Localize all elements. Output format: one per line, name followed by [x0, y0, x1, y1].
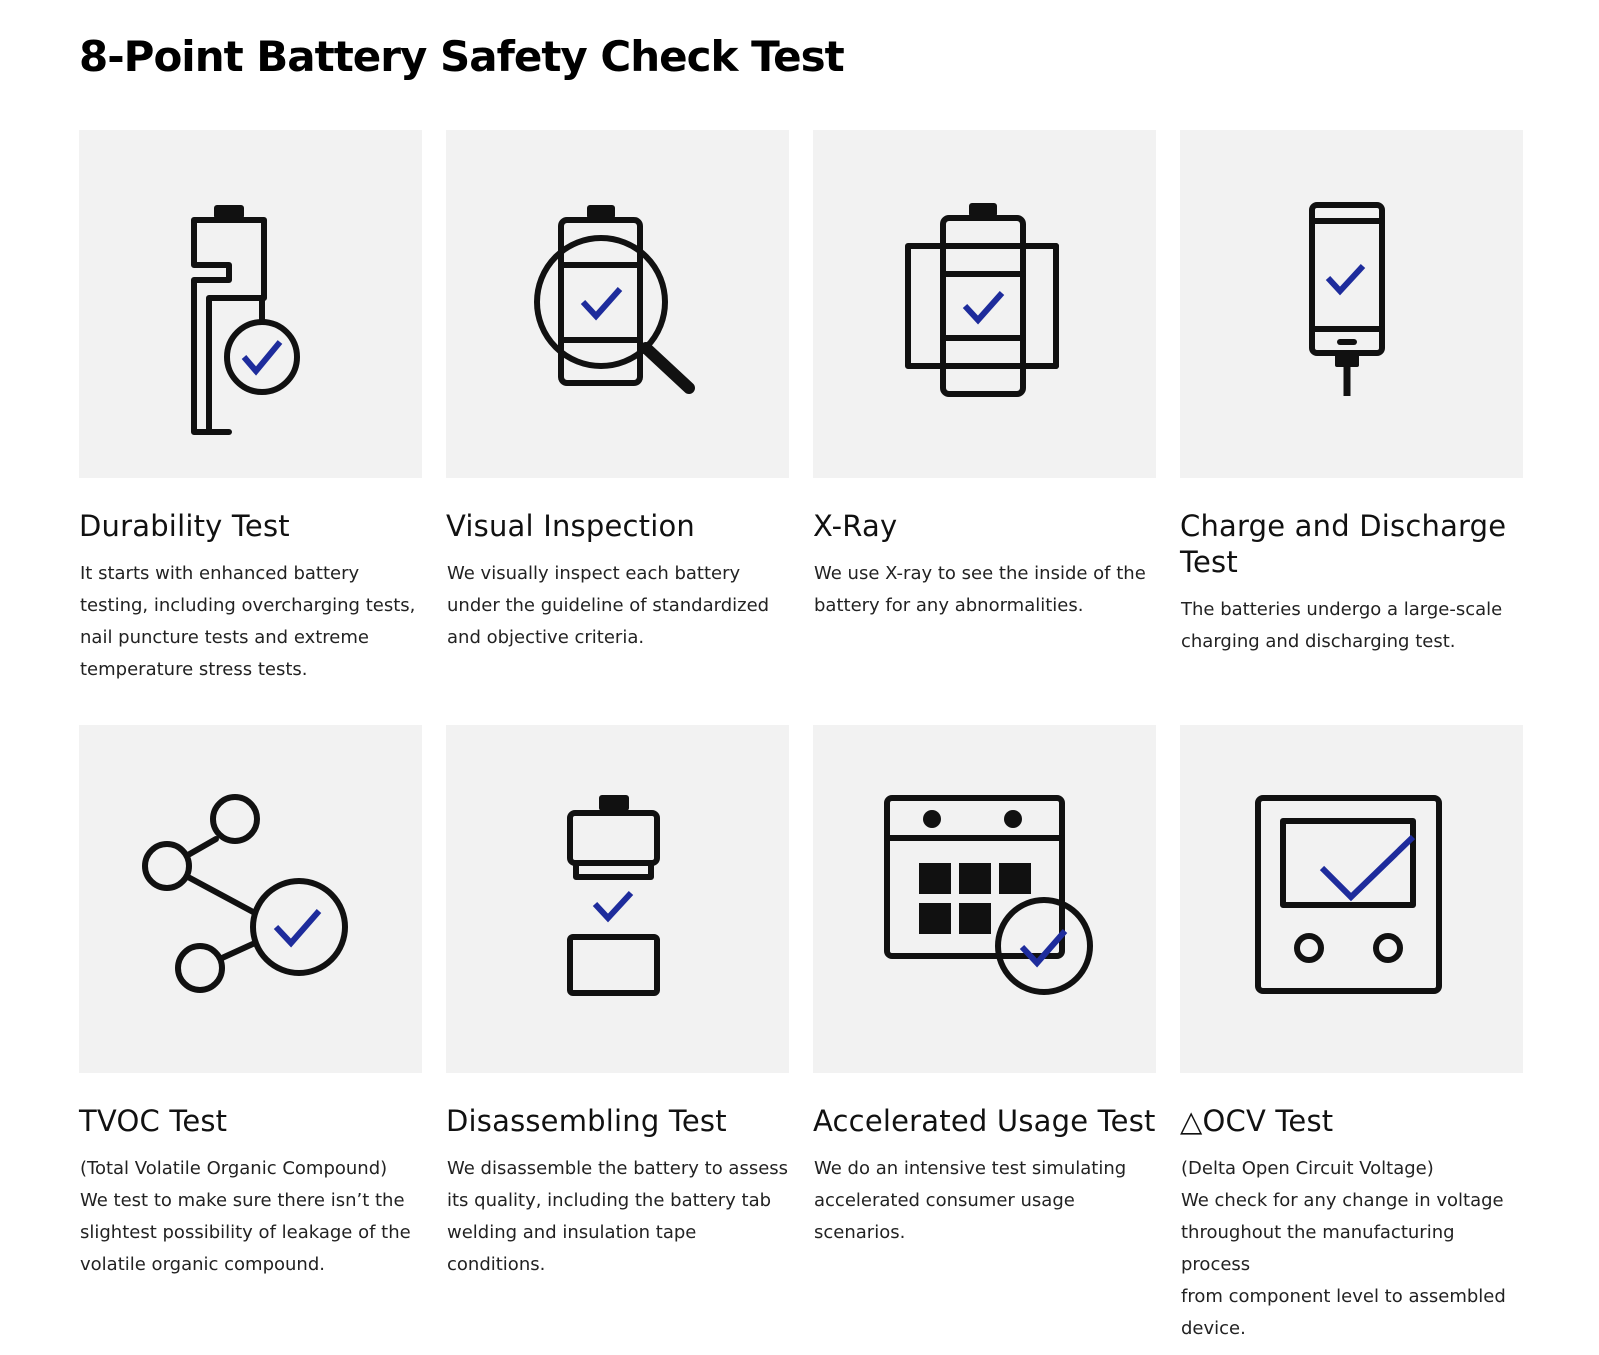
card-delta-ocv-test: △OCV Test (Delta Open Circuit Voltage) W…	[1180, 725, 1523, 1339]
card-description: The batteries undergo a large-scale char…	[1181, 599, 1503, 652]
battery-durability-icon	[191, 205, 300, 435]
card-description: We disassemble the battery to assess its…	[447, 1158, 789, 1275]
card-description: We use X-ray to see the inside of the ba…	[814, 563, 1146, 616]
card-title: Durability Test	[79, 509, 290, 543]
card-image	[813, 725, 1156, 1073]
card-x-ray: X-Ray We use X-ray to see the inside of …	[813, 130, 1156, 725]
card-description: (Total Volatile Organic Compound) We tes…	[80, 1158, 411, 1275]
card-image	[446, 725, 789, 1073]
card-title: Charge and Discharge Test	[1180, 509, 1507, 579]
card-description: It starts with enhanced battery testing,…	[80, 563, 416, 680]
test-grid: Durability Test It starts with enhanced …	[79, 130, 1524, 1339]
card-image	[446, 130, 789, 478]
card-charge-discharge-test: Charge and Discharge Test The batteries …	[1180, 130, 1523, 725]
card-tvoc-test: TVOC Test (Total Volatile Organic Compou…	[79, 725, 422, 1320]
xray-battery-icon	[905, 203, 1059, 397]
card-description: We do an intensive test simulating accel…	[814, 1158, 1127, 1243]
page-title: 8-Point Battery Safety Check Test	[79, 32, 845, 81]
card-image	[1180, 130, 1523, 478]
card-durability-test: Durability Test It starts with enhanced …	[79, 130, 422, 725]
card-description: We visually inspect each battery under t…	[447, 563, 770, 648]
card-accelerated-usage-test: Accelerated Usage Test We do an intensiv…	[813, 725, 1156, 1320]
card-image	[79, 130, 422, 478]
voltage-meter-icon	[1255, 795, 1442, 994]
card-image	[1180, 725, 1523, 1073]
card-visual-inspection: Visual Inspection We visually inspect ea…	[446, 130, 789, 725]
card-title: Accelerated Usage Test	[813, 1104, 1156, 1138]
card-title: TVOC Test	[79, 1104, 228, 1138]
card-disassembling-test: Disassembling Test We disassemble the ba…	[446, 725, 789, 1320]
card-title: Disassembling Test	[446, 1104, 727, 1138]
disassembled-battery-icon	[567, 795, 660, 996]
card-title: X-Ray	[813, 509, 898, 543]
card-image	[813, 130, 1156, 478]
phone-charging-icon	[1309, 202, 1385, 396]
card-description: (Delta Open Circuit Voltage) We check fo…	[1181, 1158, 1506, 1339]
card-title: Visual Inspection	[446, 509, 695, 543]
share-nodes-icon	[142, 794, 348, 993]
magnifier-battery-icon	[534, 205, 695, 394]
calendar-check-icon	[884, 795, 1093, 995]
card-title: △OCV Test	[1180, 1104, 1334, 1138]
card-image	[79, 725, 422, 1073]
